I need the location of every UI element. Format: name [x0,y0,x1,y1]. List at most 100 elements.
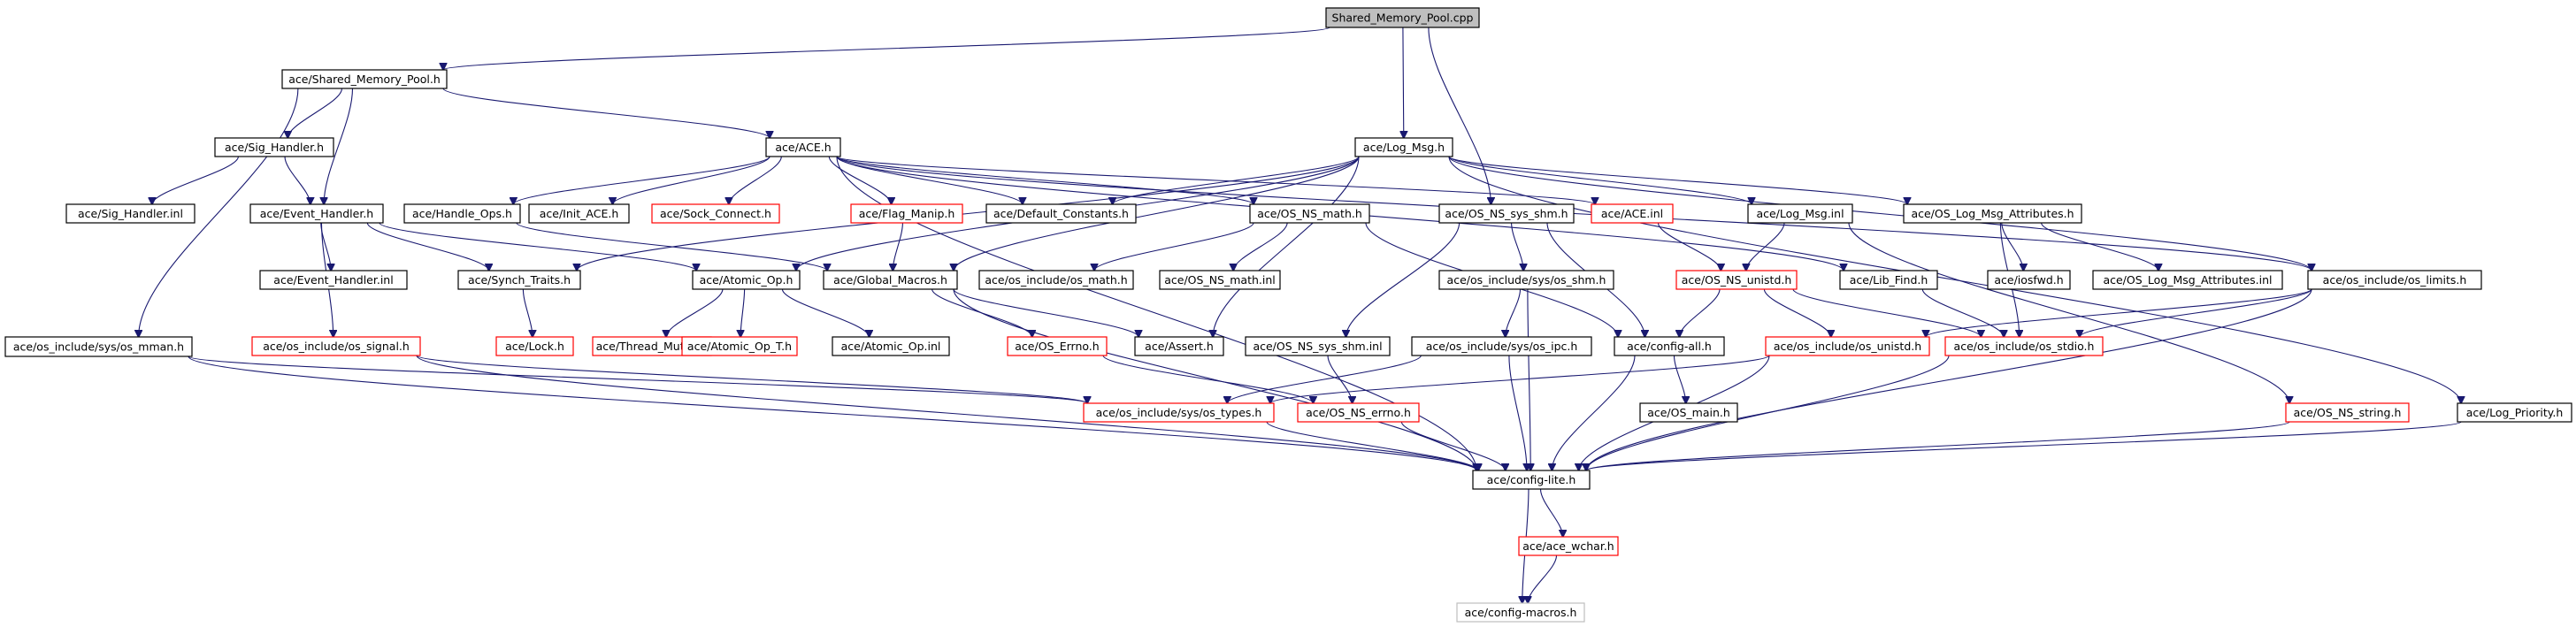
edge-config_lite-to-ace_wchar [1539,488,1563,537]
node-ace-wchar[interactable]: ace/ace_wchar.h [1518,536,1619,556]
node-os-ns-string[interactable]: ace/OS_NS_string.h [2285,402,2410,423]
node-os-inc-sys-types[interactable]: ace/os_include/sys/os_types.h [1083,402,1275,423]
node-handle-ops[interactable]: ace/Handle_Ops.h [403,203,521,224]
node-os-errno[interactable]: ace/OS_Errno.h [1007,336,1108,356]
node-label: ace/OS_main.h [1647,406,1730,419]
node-box [985,203,1137,224]
edge-line [188,356,1476,470]
node-box [651,203,780,224]
node-label: ace/Init_ACE.h [540,207,619,220]
node-atomic-op-h[interactable]: ace/Atomic_Op.h [692,270,801,290]
edges-layer [139,27,2461,603]
node-sig-h[interactable]: ace/Sig_Handler.h [214,137,334,157]
node-synch-traits[interactable]: ace/Synch_Traits.h [457,270,581,290]
edge-line [1403,27,1404,138]
node-os-log-attr-h[interactable]: ace/OS_Log_Msg_Attributes.h [1903,203,2082,224]
node-label: ace/Global_Macros.h [833,273,947,287]
node-os-ns-sys-shm-inl[interactable]: ace/OS_NS_sys_shm.inl [1245,336,1391,356]
edge-ace_h-to-config_lite [836,156,1476,470]
edge-line [442,88,770,138]
edge-os_inc_sys_types-to-config_lite [1266,421,1478,470]
node-label: ace/os_include/os_signal.h [263,340,410,353]
node-os-ns-math-inl[interactable]: ace/OS_NS_math.inl [1159,270,1281,290]
edge-os_inc_sys_mman-to-config_lite [188,356,1476,470]
node-os-inc-sys-shm[interactable]: ace/os_include/sys/os_shm.h [1438,270,1614,290]
edge-line [953,288,1138,337]
node-smp-h[interactable]: ace/Shared_Memory_Pool.h [281,69,448,89]
node-logmsg-inl[interactable]: ace/Log_Msg.inl [1747,203,1853,224]
node-os-log-attr-inl[interactable]: ace/OS_Log_Msg_Attributes.inl [2092,270,2283,290]
node-box [1614,336,1725,356]
node-label: ace/Sock_Connect.h [660,207,771,220]
edge-ace_h-to-init_ace [613,156,770,204]
node-os-inc-sys-mman[interactable]: ace/os_include/sys/os_mman.h [4,336,193,357]
node-evh-inl[interactable]: ace/Event_Handler.inl [259,270,408,290]
node-os-main[interactable]: ace/OS_main.h [1639,402,1738,423]
node-log-priority[interactable]: ace/Log_Priority.h [2457,402,2572,423]
node-flag-manip[interactable]: ace/Flag_Manip.h [850,203,963,224]
edge-line [1511,222,1524,271]
node-lock-h[interactable]: ace/Lock.h [495,336,574,356]
node-os-inc-stdio[interactable]: ace/os_include/os_stdio.h [1944,336,2104,356]
node-os-inc-math[interactable]: ace/os_include/os_math.h [978,270,1134,290]
node-ace-h[interactable]: ace/ACE.h [765,137,841,157]
node-default-const[interactable]: ace/Default_Constants.h [985,203,1137,224]
edge-os_inc_sys_shm-to-os_inc_sys_ipc [1506,288,1522,337]
node-box [2285,402,2410,423]
node-box [259,270,408,290]
edge-logmsg_h-to-logmsg_inl [1448,156,1752,204]
node-global-macros[interactable]: ace/Global_Macros.h [823,270,958,290]
node-lib-find[interactable]: ace/Lib_Find.h [1839,270,1938,290]
edge-os_inc_limits-to-config_lite [1586,288,2312,470]
node-config-lite[interactable]: ace/config-lite.h [1472,470,1591,490]
edge-line [954,156,1360,271]
node-os-inc-signal[interactable]: ace/os_include/os_signal.h [251,336,421,356]
node-os-ns-errno[interactable]: ace/OS_NS_errno.h [1297,402,1420,423]
node-box [2092,270,2283,290]
node-label: ace/ACE.h [775,141,831,154]
edge-evh_h-to-atomic_op_h [379,222,696,271]
node-label: ace/Default_Constants.h [993,207,1129,220]
node-box [1438,270,1614,290]
node-os-inc-limits[interactable]: ace/os_include/os_limits.h [2307,270,2482,290]
edge-os_inc_signal-to-config_lite [416,355,1476,470]
node-label: ace/os_include/sys/os_mman.h [13,340,184,354]
node-os-inc-unistd[interactable]: ace/os_include/os_unistd.h [1765,336,1930,356]
node-os-ns-sys-shm[interactable]: ace/OS_NS_sys_shm.h [1438,203,1575,224]
node-box [1765,336,1930,356]
edge-line [1506,288,1522,337]
node-label: ace/Atomic_Op.h [700,273,794,287]
node-config-all[interactable]: ace/config-all.h [1614,336,1725,356]
node-label: ace/os_include/sys/os_shm.h [1447,273,1606,287]
node-iosfwd[interactable]: ace/iosfwd.h [1987,270,2071,290]
node-os-ns-math[interactable]: ace/OS_NS_math.h [1249,203,1370,224]
edge-line [1213,156,1360,337]
edge-line [1848,222,2289,403]
edge-line [284,156,310,204]
node-os-inc-sys-ipc[interactable]: ace/os_include/sys/os_ipc.h [1411,336,1592,356]
node-logmsg-h[interactable]: ace/Log_Msg.h [1354,137,1453,157]
edge-os_inc_sys_mman-to-os_inc_sys_types [188,356,1087,403]
edge-line [513,156,770,204]
node-box [495,336,574,356]
node-assert-h[interactable]: ace/Assert.h [1134,336,1224,356]
node-sig-inl[interactable]: ace/Sig_Handler.inl [65,203,196,224]
node-box [1839,270,1938,290]
node-atomic-op-inl[interactable]: ace/Atomic_Op.inl [832,336,950,356]
node-box [1354,137,1453,157]
node-init-ace[interactable]: ace/Init_ACE.h [528,203,630,224]
edge-atomic_op_h-to-atomic_op_t [740,288,746,337]
edge-smp_h-to-evh_h [324,88,354,204]
node-config-macros[interactable]: ace/config-macros.h [1456,602,1585,623]
node-ace-inl[interactable]: ace/ACE.inl [1591,203,1674,224]
node-evh-h[interactable]: ace/Event_Handler.h [249,203,384,224]
node-atomic-op-t[interactable]: ace/Atomic_Op_T.h [681,336,798,356]
edge-global_macros-to-assert_h [953,288,1138,337]
node-box [1987,270,2071,290]
node-box [2307,270,2482,290]
edge-line [320,222,331,271]
node-os-ns-unistd[interactable]: ace/OS_NS_unistd.h [1675,270,1798,290]
edge-os_ns_string-to-config_lite [1586,421,2290,470]
edge-atomic_op_h-to-atomic_op_inl [781,288,869,337]
node-sock-connect[interactable]: ace/Sock_Connect.h [651,203,780,224]
